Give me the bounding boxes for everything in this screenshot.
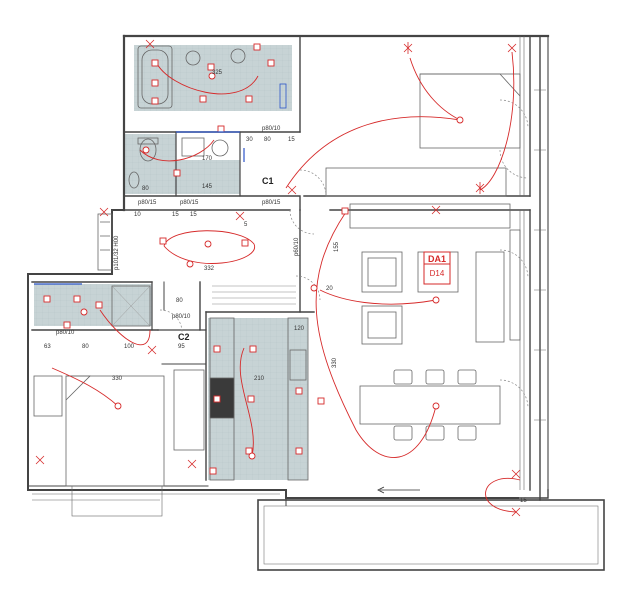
light-markers: [80, 72, 464, 460]
doors: [159, 99, 529, 409]
dim-bath2-p80-10: p80/10: [56, 330, 75, 336]
dim-bath2-80: 80: [176, 298, 183, 304]
dim-wc-80b: 80: [142, 186, 149, 192]
bathroom-left-floor: [34, 284, 152, 326]
dim-kitchen-210: 210: [254, 376, 265, 382]
wc-top-floor: [124, 134, 176, 194]
dim-wc-145: 145: [202, 184, 213, 190]
shower-bottom-left: [111, 285, 151, 327]
bed-top-right: [419, 73, 521, 149]
outlet-markers: [43, 43, 349, 475]
dim-hall-p60-10: p60/10: [294, 237, 300, 256]
room-label-c2: C2: [178, 332, 190, 342]
dim-p80-10-lower: p80/10: [172, 314, 191, 320]
blue-elements: [34, 131, 245, 285]
apartment-tag: DA1 D14: [423, 251, 451, 285]
dim-hall-vertical: p101/32 H00: [114, 235, 120, 270]
dim-hall-p80-15-b: p80/15: [180, 200, 199, 206]
dim-bed-100: 100: [124, 344, 135, 350]
dim-kitchen-120: 120: [294, 326, 305, 332]
dim-hall-p80-15-c: p80/15: [262, 200, 281, 206]
dim-balcony-15: 15: [520, 498, 527, 504]
walls: [27, 34, 550, 501]
sofa-left: [361, 251, 403, 293]
dim-hall-15a: 15: [172, 212, 179, 218]
dim-hall-p80-15-a: p80/15: [138, 200, 157, 206]
bed-bottom-left: [65, 375, 165, 487]
dim-bed-95: 95: [178, 344, 185, 350]
toilet-2: [128, 171, 140, 189]
wc-top-floor-2: [176, 160, 240, 194]
kitchen-island: [325, 167, 507, 197]
dim-bed-63: 63: [44, 344, 51, 350]
basin-2: [230, 48, 246, 64]
dim-wc-170: 170: [202, 156, 213, 162]
tag-bottom: D14: [430, 269, 445, 278]
dim-bed-80: 80: [82, 344, 89, 350]
dining-table: [359, 385, 501, 425]
dim-hall-5: 5: [244, 222, 248, 228]
sink: [289, 349, 307, 381]
dim-wc-30: 30: [246, 137, 253, 143]
dim-hall-15b: 15: [190, 212, 197, 218]
dim-bed-330: 330: [112, 376, 123, 382]
balcony: [257, 486, 605, 571]
electrical-circuits: [51, 51, 521, 513]
dim-wc-p80-10: p80/10: [262, 126, 281, 132]
tiled-floors: [34, 45, 308, 480]
sofa-right: [475, 251, 505, 343]
dim-hall-10: 10: [134, 212, 141, 218]
wardrobe: [173, 369, 205, 451]
armchair: [361, 305, 403, 345]
dim-wc-80: 80: [264, 137, 271, 143]
switch-markers: [35, 39, 521, 517]
basin-1: [185, 50, 201, 66]
hall-ramp: [212, 285, 296, 305]
dim-hall-332: 332: [204, 266, 215, 272]
dim-living-20: 20: [326, 286, 333, 292]
dim-living-155: 155: [334, 241, 340, 252]
furniture: [33, 45, 521, 487]
dim-bath-width: 325: [212, 70, 223, 76]
room-label-c1: C1: [262, 176, 274, 186]
dim-wc-15: 15: [288, 137, 295, 143]
bathtub-top: [137, 45, 173, 109]
dimension-labels: 325 p80/10 80 15 30 170 145 80 p80/15 p8…: [44, 70, 527, 504]
dim-living-330: 330: [332, 357, 338, 368]
tag-top: DA1: [428, 254, 446, 264]
